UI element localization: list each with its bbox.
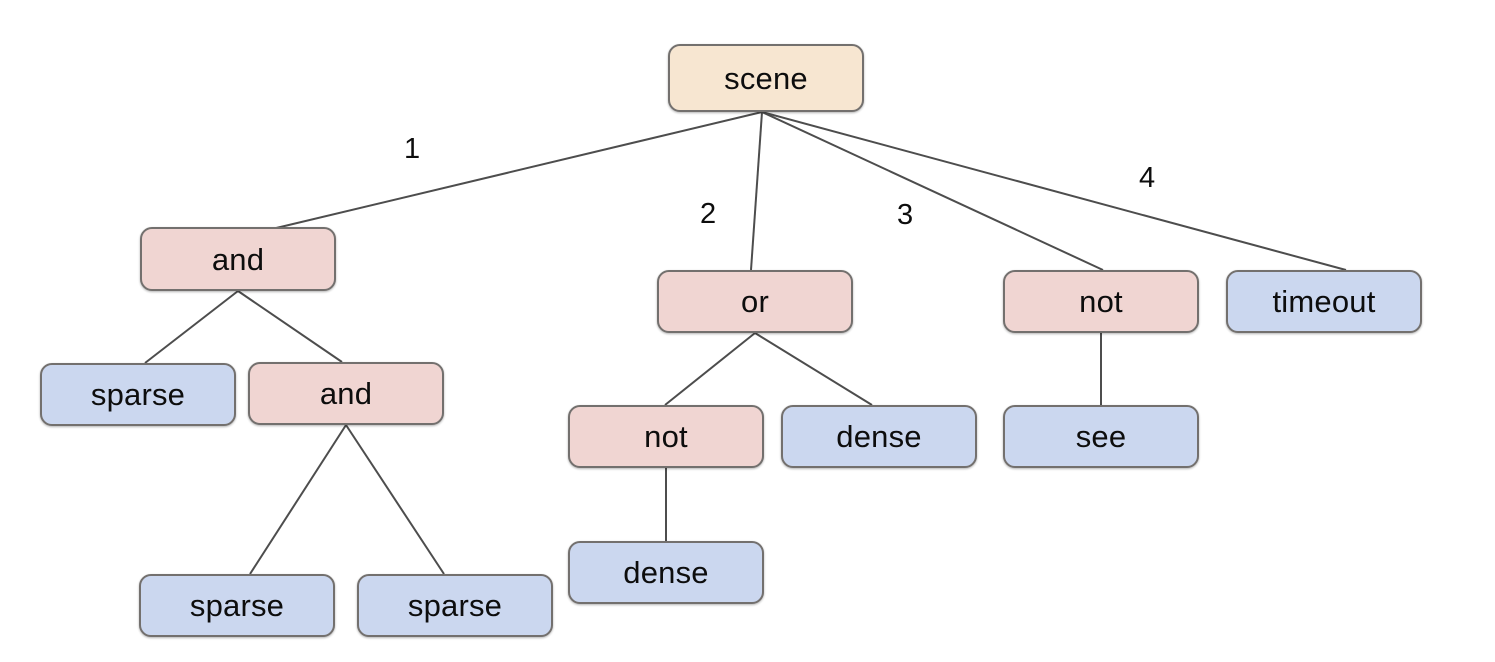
tree-node-sparse2[interactable]: sparse bbox=[139, 574, 335, 637]
edge-label-2: 2 bbox=[700, 198, 717, 230]
edge-label-1: 1 bbox=[404, 133, 421, 165]
tree-edge-scene-to-and1 bbox=[271, 111, 763, 230]
tree-node-dense1[interactable]: dense bbox=[568, 541, 764, 604]
tree-node-timeout1[interactable]: timeout bbox=[1226, 270, 1422, 333]
tree-edge-scene-to-timeout1 bbox=[761, 111, 1347, 271]
tree-edge-and2-to-sparse2 bbox=[249, 424, 347, 575]
tree-node-label: dense bbox=[623, 555, 709, 590]
tree-node-label: sparse bbox=[90, 377, 186, 412]
tree-node-label: and bbox=[319, 376, 373, 411]
tree-node-see1[interactable]: see bbox=[1003, 405, 1199, 468]
tree-node-or1[interactable]: or bbox=[657, 270, 853, 333]
tree-edge-and1-to-and2 bbox=[237, 290, 343, 363]
tree-node-label: not bbox=[1079, 284, 1123, 319]
tree-node-label: sparse bbox=[189, 588, 285, 623]
tree-edge-scene-to-not2 bbox=[761, 111, 1104, 271]
tree-node-not1[interactable]: not bbox=[568, 405, 764, 468]
tree-node-label: see bbox=[1075, 419, 1127, 454]
edge-label-3: 3 bbox=[897, 199, 914, 231]
tree-edge-and2-to-sparse3 bbox=[345, 424, 445, 575]
edge-label-4: 4 bbox=[1139, 162, 1156, 194]
tree-node-label: not bbox=[644, 419, 688, 454]
tree-edge-scene-to-or1 bbox=[750, 111, 763, 271]
tree-edge-or1-to-dense2 bbox=[754, 332, 873, 406]
tree-node-label: sparse bbox=[407, 588, 503, 623]
tree-node-and2[interactable]: and bbox=[248, 362, 444, 425]
tree-node-sparse3[interactable]: sparse bbox=[357, 574, 553, 637]
tree-node-label: and bbox=[211, 241, 265, 277]
tree-node-label: scene bbox=[724, 60, 808, 96]
tree-node-label: timeout bbox=[1272, 284, 1376, 319]
tree-node-and1[interactable]: and bbox=[140, 227, 336, 291]
tree-node-sparse1[interactable]: sparse bbox=[40, 363, 236, 426]
tree-edge-and1-to-sparse1 bbox=[144, 290, 239, 364]
tree-node-scene[interactable]: scene bbox=[668, 44, 864, 112]
tree-node-label: or bbox=[741, 284, 769, 319]
tree-node-dense2[interactable]: dense bbox=[781, 405, 977, 468]
tree-edge-or1-to-not1 bbox=[664, 332, 756, 406]
tree-node-not2[interactable]: not bbox=[1003, 270, 1199, 333]
tree-node-label: dense bbox=[836, 419, 922, 454]
